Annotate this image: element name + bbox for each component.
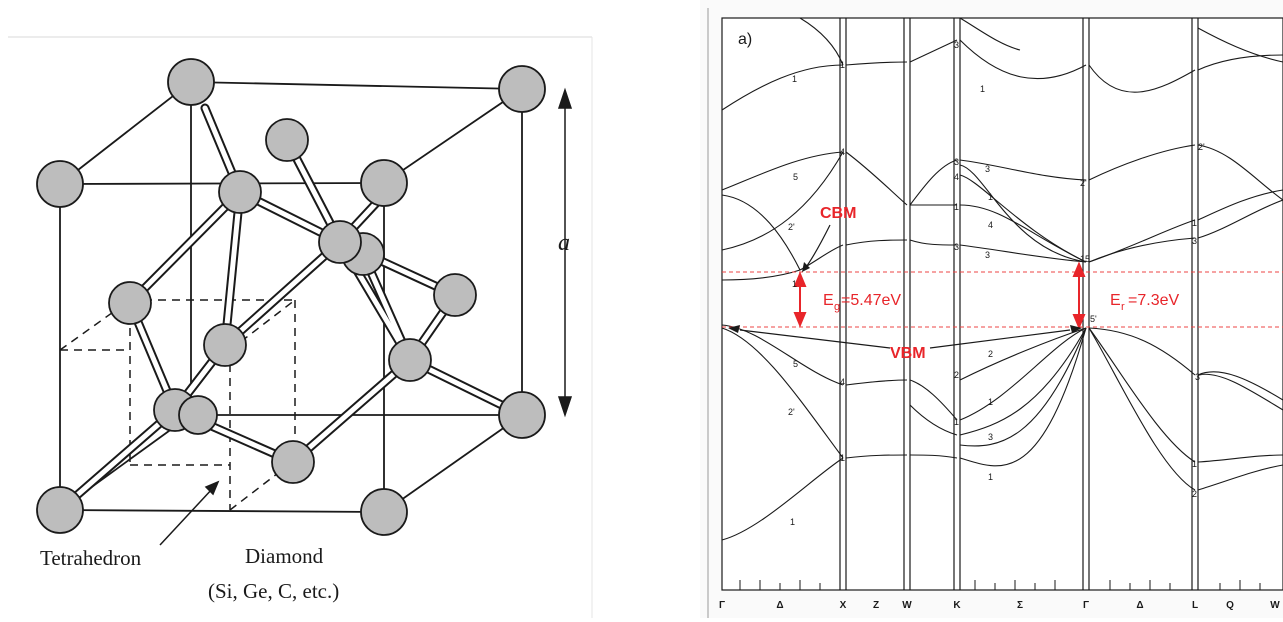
er-subscript: r bbox=[1121, 301, 1125, 313]
panel-label: a) bbox=[738, 31, 752, 48]
panel-separators bbox=[839, 18, 1199, 590]
atom bbox=[36, 486, 84, 534]
svg-text:3': 3' bbox=[1195, 372, 1202, 382]
eg-subscript: g bbox=[834, 301, 840, 313]
svg-text:1: 1 bbox=[1192, 218, 1197, 228]
k-label: Γ bbox=[1083, 600, 1089, 611]
svg-text:5': 5' bbox=[1090, 314, 1097, 324]
er-value: =7.3eV bbox=[1128, 292, 1179, 309]
atom bbox=[36, 160, 84, 208]
atom bbox=[108, 281, 152, 325]
atom bbox=[271, 440, 315, 484]
svg-text:3: 3 bbox=[985, 164, 990, 174]
svg-text:1: 1 bbox=[792, 74, 797, 84]
vbm-label: VBM bbox=[890, 345, 926, 362]
svg-text:1: 1 bbox=[954, 417, 959, 427]
k-label: Δ bbox=[1136, 600, 1143, 611]
k-label: L bbox=[1192, 600, 1198, 611]
svg-text:1: 1 bbox=[988, 472, 993, 482]
er-main: E bbox=[1110, 292, 1121, 309]
k-label: X bbox=[840, 600, 847, 611]
svg-text:3: 3 bbox=[954, 242, 959, 252]
atom bbox=[360, 159, 408, 207]
tetrahedron-pointer bbox=[159, 480, 220, 546]
svg-text:4: 4 bbox=[840, 377, 845, 387]
svg-text:2: 2 bbox=[988, 349, 993, 359]
svg-text:2': 2' bbox=[1198, 142, 1205, 152]
atom bbox=[388, 338, 432, 382]
atom bbox=[218, 170, 262, 214]
band-structure-svg: CBM VBM E g =5.47eV E r =7.3eV a) 1 5 2'… bbox=[700, 0, 1283, 618]
atom bbox=[167, 58, 215, 106]
svg-text:1: 1 bbox=[792, 279, 797, 289]
band-edge-dashed-lines bbox=[722, 271, 1283, 328]
pointer-arrowheads bbox=[728, 262, 1082, 333]
svg-text:1: 1 bbox=[840, 60, 845, 70]
svg-text:1: 1 bbox=[988, 192, 993, 202]
atom bbox=[178, 395, 218, 435]
k-axis-ticks bbox=[739, 580, 1261, 590]
diamond-crystal-figure: a Tetrahedron Diamond (Si, Ge, C, etc.) bbox=[0, 0, 600, 618]
svg-text:5: 5 bbox=[793, 172, 798, 182]
atom bbox=[498, 391, 546, 439]
atom bbox=[265, 118, 309, 162]
svg-text:3: 3 bbox=[985, 250, 990, 260]
band-curves bbox=[721, 17, 1283, 541]
svg-text:4: 4 bbox=[988, 220, 993, 230]
k-point-labels: Γ Δ X Z W K Σ Γ Δ L Q W bbox=[719, 600, 1280, 611]
svg-text:1: 1 bbox=[980, 84, 985, 94]
svg-text:15: 15 bbox=[1080, 254, 1090, 264]
diamond-examples-label: (Si, Ge, C, etc.) bbox=[208, 579, 339, 603]
eg-value: =5.47eV bbox=[841, 292, 901, 309]
atom bbox=[498, 65, 546, 113]
svg-text:1: 1 bbox=[988, 397, 993, 407]
eg-annotation: E g =5.47eV bbox=[823, 292, 901, 313]
atom bbox=[318, 220, 362, 264]
k-label: Q bbox=[1226, 600, 1234, 611]
svg-text:4: 4 bbox=[840, 147, 845, 157]
svg-text:1: 1 bbox=[790, 517, 795, 527]
diamond-label: Diamond bbox=[245, 544, 324, 568]
svg-text:2: 2 bbox=[954, 370, 959, 380]
atoms bbox=[36, 58, 546, 536]
k-label: Δ bbox=[776, 600, 783, 611]
svg-text:3: 3 bbox=[1192, 236, 1197, 246]
atom bbox=[203, 323, 247, 367]
cbm-label: CBM bbox=[820, 205, 856, 222]
eg-main: E bbox=[823, 292, 834, 309]
crystal-structure-svg: a Tetrahedron Diamond (Si, Ge, C, etc.) bbox=[8, 36, 593, 618]
svg-text:1: 1 bbox=[954, 202, 959, 212]
k-label: K bbox=[953, 600, 961, 611]
band-structure-figure: CBM VBM E g =5.47eV E r =7.3eV a) 1 5 2'… bbox=[700, 0, 1283, 618]
svg-text:2': 2' bbox=[788, 407, 795, 417]
gap-arrows bbox=[793, 261, 1086, 330]
k-label: Σ bbox=[1017, 600, 1023, 611]
svg-text:5: 5 bbox=[793, 359, 798, 369]
svg-text:3: 3 bbox=[954, 40, 959, 50]
k-label: Z bbox=[873, 600, 879, 611]
lattice-arrow bbox=[557, 87, 573, 418]
atom bbox=[433, 273, 477, 317]
svg-text:2': 2' bbox=[1192, 489, 1199, 499]
svg-text:1: 1 bbox=[1192, 459, 1197, 469]
svg-text:1: 1 bbox=[840, 453, 845, 463]
svg-text:3: 3 bbox=[954, 157, 959, 167]
atom bbox=[360, 488, 408, 536]
svg-text:3: 3 bbox=[988, 432, 993, 442]
band-index-labels: 1 5 2' 1 5 2' 1 1 4 4 1 3 3 4 1 3 2 1 1 … bbox=[788, 40, 1205, 527]
tetrahedron-label: Tetrahedron bbox=[40, 546, 142, 570]
svg-text:2': 2' bbox=[1080, 178, 1087, 188]
k-label: W bbox=[1270, 600, 1280, 611]
k-label: W bbox=[902, 600, 912, 611]
lattice-constant-label: a bbox=[558, 230, 570, 256]
svg-text:2': 2' bbox=[788, 222, 795, 232]
plot-frame bbox=[721, 17, 1283, 591]
svg-text:4: 4 bbox=[954, 172, 959, 182]
er-annotation: E r =7.3eV bbox=[1110, 292, 1179, 313]
k-label: Γ bbox=[719, 600, 725, 611]
